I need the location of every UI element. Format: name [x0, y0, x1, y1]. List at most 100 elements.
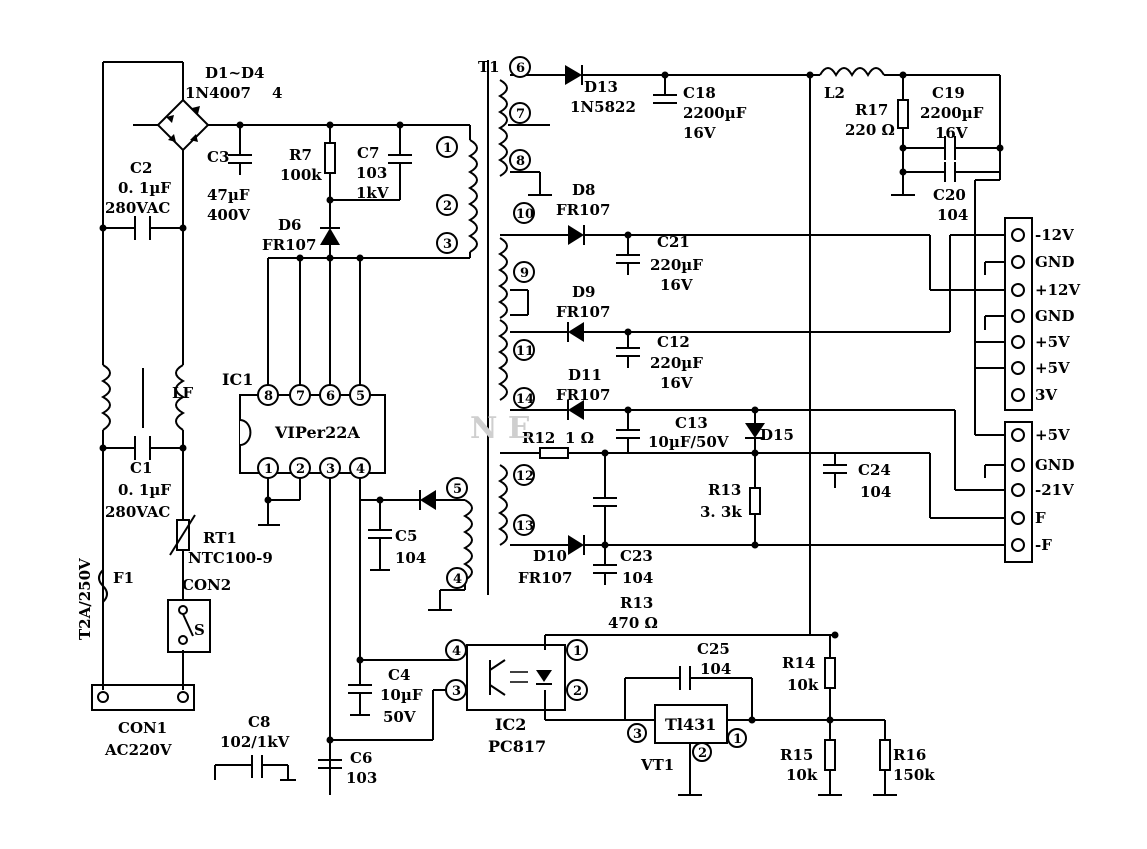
label-c8-value: 102/1kV	[220, 733, 290, 751]
label-r15: R15	[780, 746, 813, 764]
label-r7: R7	[289, 146, 312, 164]
pin-ic2-2: 2	[573, 684, 582, 699]
capacitor-c2	[134, 216, 151, 240]
capacitor-c6	[318, 759, 342, 769]
aux-winding	[419, 477, 473, 611]
label-c19-voltage: 16V	[935, 124, 968, 142]
capacitor-c5	[368, 500, 392, 571]
capacitor-c8	[214, 755, 296, 781]
label-c4-value: 10µF	[380, 686, 423, 704]
label-c25-value: 104	[700, 660, 731, 678]
conn1-label: -12V	[1035, 226, 1074, 244]
pin-ic2-4: 4	[452, 644, 461, 659]
label-c5-value: 104	[395, 549, 426, 567]
label-c5: C5	[395, 527, 417, 545]
label-r16: R16	[893, 746, 926, 764]
connector-2	[1004, 421, 1033, 563]
pin-ic1-2: 2	[296, 462, 305, 477]
label-ic2: IC2	[495, 715, 526, 734]
conn2-label: +5V	[1035, 426, 1070, 444]
label-c2: C2	[130, 159, 152, 177]
label-c3: C3	[207, 148, 229, 166]
pin-ic2-1: 1	[573, 644, 582, 659]
label-c3-value: 47µF	[207, 186, 250, 204]
pin-t1-11: 11	[516, 344, 534, 359]
watermark: N E	[470, 411, 531, 446]
pin-ic1-4: 4	[356, 462, 365, 477]
switch-con2	[167, 599, 211, 653]
pin-ic1-1: 1	[264, 462, 273, 477]
label-d6-part: FR107	[262, 236, 316, 254]
label-c18-value: 2200µF	[683, 104, 747, 122]
label-c4-voltage: 50V	[383, 708, 416, 726]
conn1-label: GND	[1035, 307, 1075, 325]
label-r13b: R13	[620, 594, 653, 612]
pin-t1-1: 1	[443, 141, 452, 156]
conn2-label: F	[1035, 509, 1046, 527]
conn2-label: GND	[1035, 456, 1075, 474]
pin-ic1-6: 6	[326, 389, 335, 404]
label-c23: C23	[620, 547, 653, 565]
pin-t1-3: 3	[443, 237, 452, 252]
label-c24: C24	[858, 461, 891, 479]
label-vt1: VT1	[640, 756, 674, 774]
label-tl431: Tl431	[665, 715, 716, 734]
pin-t1-6: 6	[516, 61, 525, 76]
label-c19: C19	[932, 84, 965, 102]
secondary-n21v-rectifier	[567, 400, 1005, 491]
label-d13: D13	[584, 78, 618, 96]
t1-primary-pins	[436, 136, 458, 254]
label-c13: C13	[675, 414, 708, 432]
rt1-thermistor	[169, 514, 196, 556]
component-labels: D1~D4 1N4007 4 C2 0. 1µF 280VAC C3 47µF …	[76, 58, 984, 787]
label-c3-voltage: 400V	[207, 206, 250, 224]
label-con2: CON2	[182, 576, 231, 594]
label-c2-voltage: 280VAC	[105, 199, 170, 217]
divider-resistors	[818, 635, 897, 796]
conn1-label: +5V	[1035, 359, 1070, 377]
label-d8: D8	[572, 181, 595, 199]
label-r14-value: 10k	[787, 676, 819, 694]
pin-ic1-8: 8	[264, 389, 273, 404]
label-d1d4-count: 4	[272, 84, 282, 102]
label-d9: D9	[572, 283, 595, 301]
secondary-f-winding	[497, 447, 1005, 585]
label-c12-value: 220µF	[650, 354, 703, 372]
pin-numbers: 6 7 8 1 2 3 10 9 11 14 12 13 5 4 8 7 6 5…	[264, 61, 742, 761]
label-r13a: R13	[708, 481, 741, 499]
pin-t1-5: 5	[453, 482, 462, 497]
pin-ic1-5: 5	[356, 389, 365, 404]
label-c1-value: 0. 1µF	[118, 481, 171, 499]
label-r17-value: 220 Ω	[845, 121, 895, 139]
secondary-12v-winding	[497, 225, 1005, 319]
pin-t1-4: 4	[453, 572, 462, 587]
label-d13-part: 1N5822	[570, 98, 636, 116]
label-d15: D15	[760, 426, 794, 444]
label-c18-voltage: 16V	[683, 124, 716, 142]
label-rt1-part: NTC100-9	[188, 549, 273, 567]
fuse-f1	[98, 569, 108, 603]
pin-t1-2: 2	[443, 199, 452, 214]
choke-lf	[100, 364, 186, 431]
label-c18: C18	[683, 84, 716, 102]
label-c2-value: 0. 1µF	[118, 179, 171, 197]
conn1-label: 3V	[1035, 386, 1057, 404]
conn2-label: -21V	[1035, 481, 1074, 499]
pin-tl431-2: 2	[698, 746, 707, 761]
pin-t1-14: 14	[516, 392, 534, 407]
label-c1-voltage: 280VAC	[105, 503, 170, 521]
label-lf: LF	[172, 384, 194, 402]
label-switch-s: S	[194, 621, 205, 639]
ic1-viper22a	[239, 384, 386, 479]
label-d6: D6	[278, 216, 301, 234]
pin-ic1-7: 7	[296, 389, 305, 404]
pin-t1-9: 9	[520, 266, 529, 281]
connector-2-labels: +5V GND -21V F -F	[1035, 426, 1075, 554]
label-d8-part: FR107	[556, 201, 610, 219]
label-c1: C1	[130, 459, 152, 477]
5v-bus	[974, 148, 1005, 478]
label-c25: C25	[697, 640, 730, 658]
pin-t1-12: 12	[516, 469, 534, 484]
label-r17: R17	[855, 101, 888, 119]
